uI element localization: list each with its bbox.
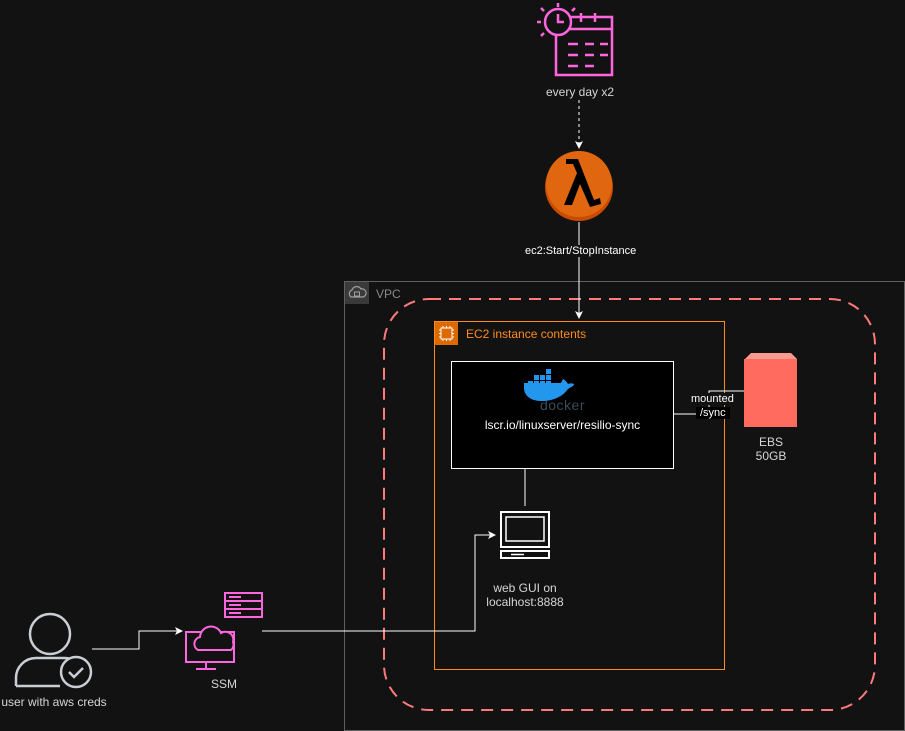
container-image-label: lscr.io/linuxserver/resilio-sync: [484, 418, 641, 432]
ebs-volume-icon: [744, 353, 797, 427]
docker-logo-text: docker: [539, 397, 586, 413]
edge-docker-to-ebs-label-mounted: mounted: [690, 393, 735, 405]
web-gui-label-line1: web GUI on: [493, 581, 557, 595]
availability-zone-boundary: [383, 298, 876, 711]
vpc-label: VPC: [376, 287, 401, 301]
ebs-label: EBS 50GB: [740, 435, 802, 463]
edge-user-to-ssm: [92, 627, 183, 650]
aws-lambda-icon: [545, 151, 613, 221]
ec2-instance-label: EC2 instance contents: [466, 327, 587, 341]
vpc-cloud-lock-icon: [345, 282, 369, 304]
scheduler-label: every day x2: [545, 85, 615, 99]
user-verified-icon: [14, 612, 93, 689]
ec2-instance-boundary: [434, 321, 725, 670]
user-label: user with aws creds: [1, 695, 107, 709]
edge-docker-to-ebs-label-path: /sync: [696, 407, 730, 419]
ssm-label: SSM: [210, 677, 237, 691]
edge-ssm-to-webgui: [262, 531, 496, 632]
ec2-chip-icon: [435, 322, 458, 345]
vpc-boundary: [344, 281, 905, 731]
ssm-cloud-server-icon: [185, 592, 263, 670]
docker-container-box: docker lscr.io/linuxserver/resilio-sync: [451, 361, 674, 469]
edge-lambda-to-ec2-label: ec2:Start/StopInstance: [524, 245, 638, 257]
desktop-computer-icon: [500, 511, 550, 559]
web-gui-label-line2: localhost:8888: [486, 595, 564, 609]
scheduled-event-calendar-icon: [537, 3, 614, 77]
ebs-label-name: EBS: [758, 435, 783, 449]
ebs-label-size: 50GB: [755, 449, 787, 463]
web-gui-label: web GUI on localhost:8888: [470, 581, 580, 609]
